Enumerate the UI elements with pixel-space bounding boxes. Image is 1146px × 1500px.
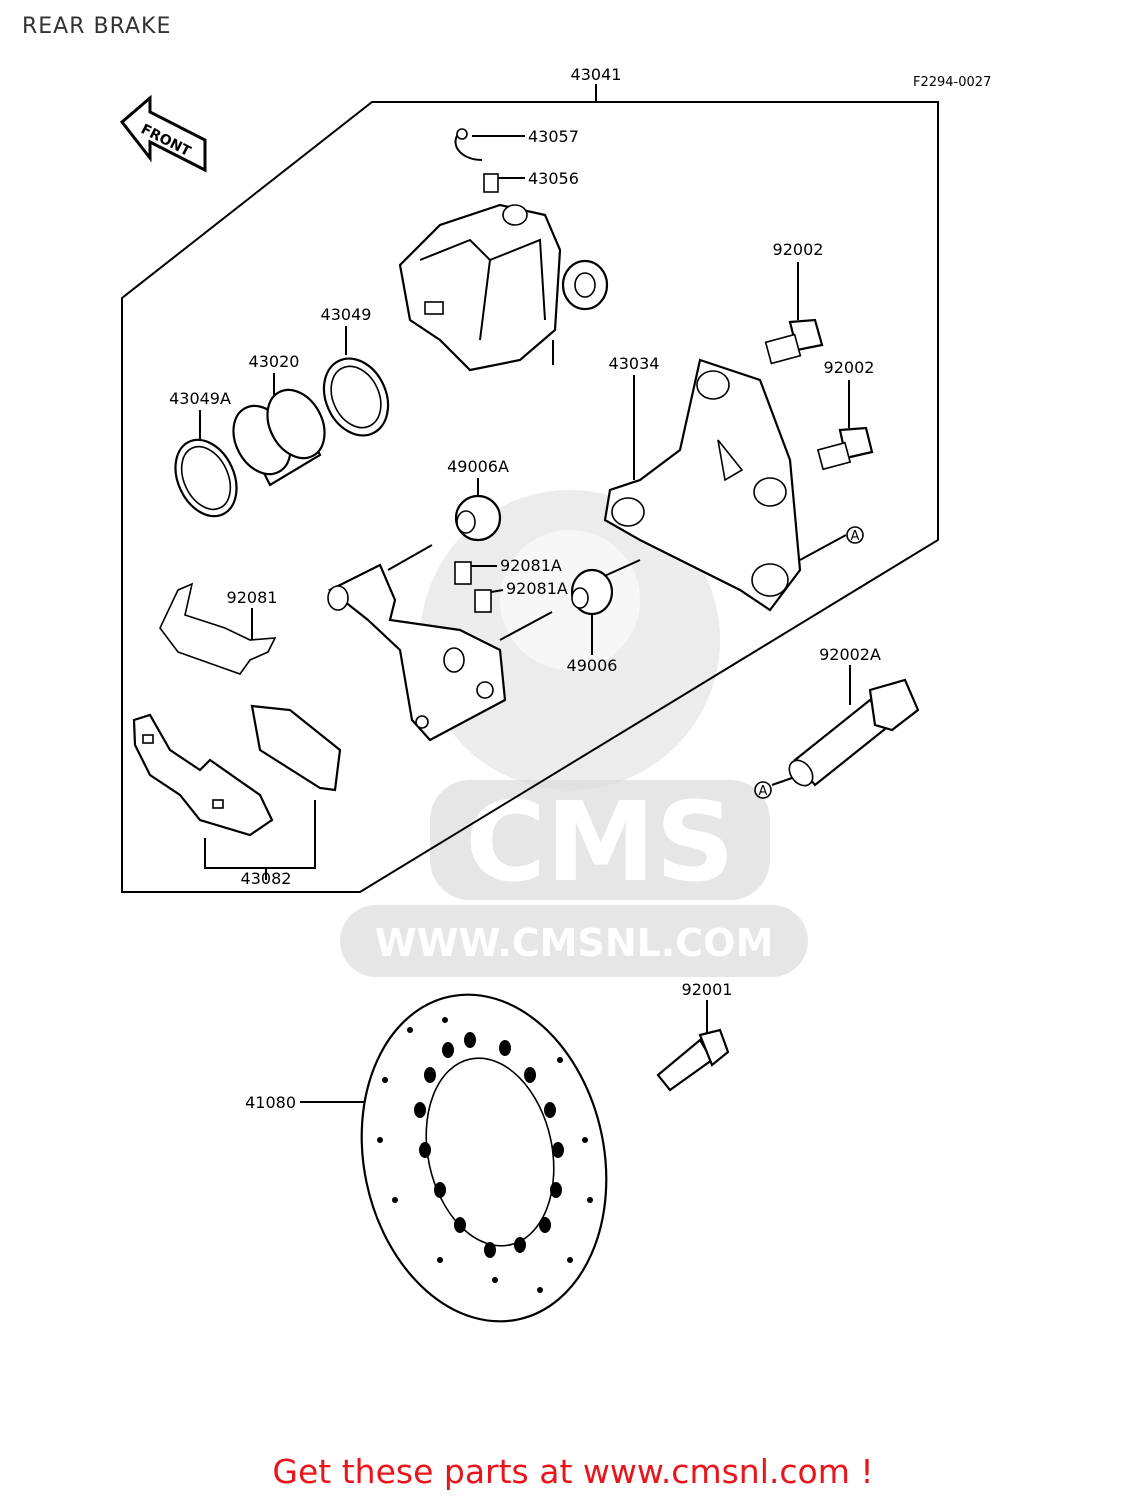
label-92081A-1: 92081A xyxy=(500,556,562,575)
label-92001: 92001 xyxy=(682,980,733,999)
watermark-logo: CMS xyxy=(465,778,734,906)
label-43041: 43041 xyxy=(571,65,622,84)
bushing-49006 xyxy=(570,559,641,655)
clip-43057 xyxy=(454,128,525,161)
promo-link[interactable]: Get these parts at www.cmsnl.com ! xyxy=(272,1452,874,1491)
caliper-body xyxy=(398,203,609,372)
caliper-holder-bracket xyxy=(327,544,553,742)
page-title: REAR BRAKE xyxy=(22,14,172,39)
bolt-92002-top xyxy=(764,262,824,365)
cms-watermark: CMS WWW.CMSNL.COM xyxy=(340,490,808,977)
label-43056: 43056 xyxy=(528,169,579,188)
label-43049: 43049 xyxy=(321,305,372,324)
label-49006: 49006 xyxy=(567,656,618,675)
ref-a-top: A xyxy=(851,529,860,544)
ref-a-bottom: A xyxy=(759,784,768,799)
exploded-parts-diagram: CMS WWW.CMSNL.COM F2294-0027 FRONT 43041… xyxy=(119,65,991,1323)
pad-spring-92081A xyxy=(454,561,504,613)
label-41080: 41080 xyxy=(245,1093,296,1112)
label-43082: 43082 xyxy=(241,869,292,888)
label-43020: 43020 xyxy=(249,352,300,371)
label-43049A: 43049A xyxy=(169,389,231,408)
bushing-49006A xyxy=(454,478,502,542)
dust-seal-43049A xyxy=(174,410,238,518)
figure-code: F2294-0027 xyxy=(913,75,991,90)
anti-rattle-spring-92081 xyxy=(159,582,277,675)
front-arrow-icon: FRONT xyxy=(119,94,207,173)
bleeder-valve-43056 xyxy=(483,173,525,193)
label-43057: 43057 xyxy=(528,127,579,146)
piston-seal-43049 xyxy=(322,326,390,437)
label-43034: 43034 xyxy=(609,354,660,373)
watermark-url: WWW.CMSNL.COM xyxy=(375,921,774,965)
brake-disc-41080 xyxy=(300,993,608,1323)
label-92002-mid: 92002 xyxy=(824,358,875,377)
bolt-92002-mid xyxy=(816,380,874,471)
piston-43020 xyxy=(232,373,326,487)
label-92002A: 92002A xyxy=(819,645,881,664)
label-92081A-2: 92081A xyxy=(506,579,568,598)
caliper-bracket-43034: A xyxy=(603,358,864,612)
label-49006A: 49006A xyxy=(447,457,509,476)
caliper-assembly-outline xyxy=(121,101,939,893)
bolt-92001 xyxy=(656,1000,730,1092)
bolt-92002A: A xyxy=(754,665,920,799)
label-92081: 92081 xyxy=(227,588,278,607)
brake-pads-43082 xyxy=(132,704,342,880)
label-92002-top: 92002 xyxy=(773,240,824,259)
